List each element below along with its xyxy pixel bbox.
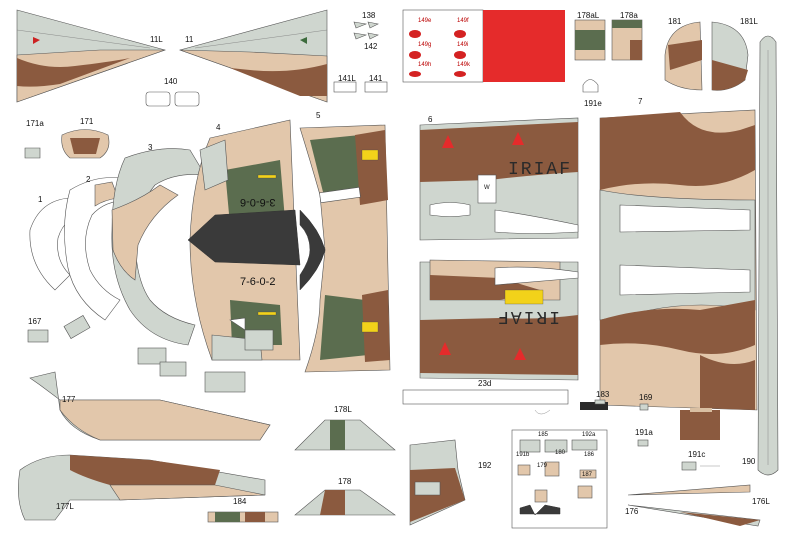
label-149e: 149e	[418, 18, 432, 24]
label-178a: 178a	[620, 11, 638, 20]
label-183: 183	[596, 390, 610, 399]
label-191a: 191a	[635, 428, 653, 437]
label-178aL: 178aL	[577, 11, 600, 20]
part-184	[207, 511, 279, 523]
label-140: 140	[164, 77, 178, 86]
label-185: 185	[538, 432, 549, 438]
part-6-fuselage	[419, 117, 579, 381]
label-192: 192	[478, 461, 492, 470]
part-7-wing	[599, 109, 758, 411]
label-6: 6	[428, 115, 433, 124]
part-191e	[582, 79, 599, 93]
marking-w: W	[484, 185, 490, 191]
label-141: 141	[369, 74, 383, 83]
part-181	[664, 21, 749, 91]
marking-iriaf-top: IRIAF	[508, 160, 573, 180]
label-167: 167	[28, 317, 42, 326]
part-4-fuselage	[187, 119, 301, 361]
label-180: 180	[555, 450, 566, 456]
part-190-strip	[757, 35, 779, 476]
label-181: 181	[668, 17, 682, 26]
label-181L: 181L	[740, 17, 758, 26]
part-185-panel	[511, 429, 608, 529]
part-149-panel	[402, 9, 565, 83]
part-167	[27, 329, 49, 343]
label-149k: 149k	[457, 62, 471, 68]
label-177L: 177L	[56, 502, 74, 511]
label-171a: 171a	[26, 119, 44, 128]
label-178L: 178L	[334, 405, 352, 414]
label-186: 186	[584, 452, 595, 458]
label-177: 177	[62, 395, 76, 404]
label-149h: 149h	[418, 62, 432, 68]
part-192	[409, 439, 466, 526]
label-2: 2	[86, 175, 91, 184]
label-138: 138	[362, 11, 376, 20]
part-small-rectangles	[63, 315, 274, 393]
part-11-wing	[178, 9, 328, 103]
marking-serial-top: 3-6-0-6	[240, 196, 276, 208]
label-184: 184	[233, 497, 247, 506]
label-11: 11	[185, 35, 194, 44]
label-169: 169	[639, 393, 653, 402]
marking-iriaf-bottom: IRIAF	[496, 306, 561, 326]
label-190: 190	[742, 457, 756, 466]
label-141L: 141L	[338, 74, 356, 83]
part-171	[24, 129, 110, 159]
part-brown-box	[680, 408, 720, 440]
label-149f: 149f	[457, 18, 469, 24]
part-169-191a	[637, 403, 649, 447]
part-3-ring	[111, 148, 206, 346]
label-149g: 149g	[418, 42, 432, 48]
label-149i: 149i	[457, 42, 469, 48]
label-3: 3	[148, 143, 153, 152]
part-138-142	[353, 21, 379, 40]
label-7: 7	[638, 97, 643, 106]
label-171: 171	[80, 117, 94, 126]
part-1-ring	[29, 197, 91, 291]
part-183	[580, 399, 608, 410]
label-11L: 11L	[150, 35, 163, 44]
part-178	[294, 419, 396, 516]
label-192a: 192a	[582, 432, 596, 438]
label-23d: 23d	[478, 379, 492, 388]
part-23d	[402, 389, 569, 415]
part-140-141	[145, 81, 388, 107]
label-187: 187	[582, 472, 593, 478]
part-191c	[681, 461, 720, 471]
part-178a	[574, 19, 643, 61]
label-4: 4	[216, 123, 221, 132]
part-176	[627, 484, 761, 527]
label-5: 5	[316, 111, 321, 120]
label-191b: 191b	[516, 452, 530, 458]
part-177	[18, 371, 271, 521]
label-178: 178	[338, 477, 352, 486]
label-142: 142	[364, 42, 378, 51]
part-11L-wing	[16, 9, 167, 103]
marking-serial-bottom: 7-6-0-2	[240, 276, 276, 288]
label-191c: 191c	[688, 450, 706, 459]
label-176: 176	[625, 507, 639, 516]
label-176L: 176L	[752, 497, 770, 506]
label-191e: 191e	[584, 99, 602, 108]
label-1: 1	[38, 195, 43, 204]
part-5-fuselage	[299, 124, 391, 373]
label-179: 179	[537, 463, 548, 469]
